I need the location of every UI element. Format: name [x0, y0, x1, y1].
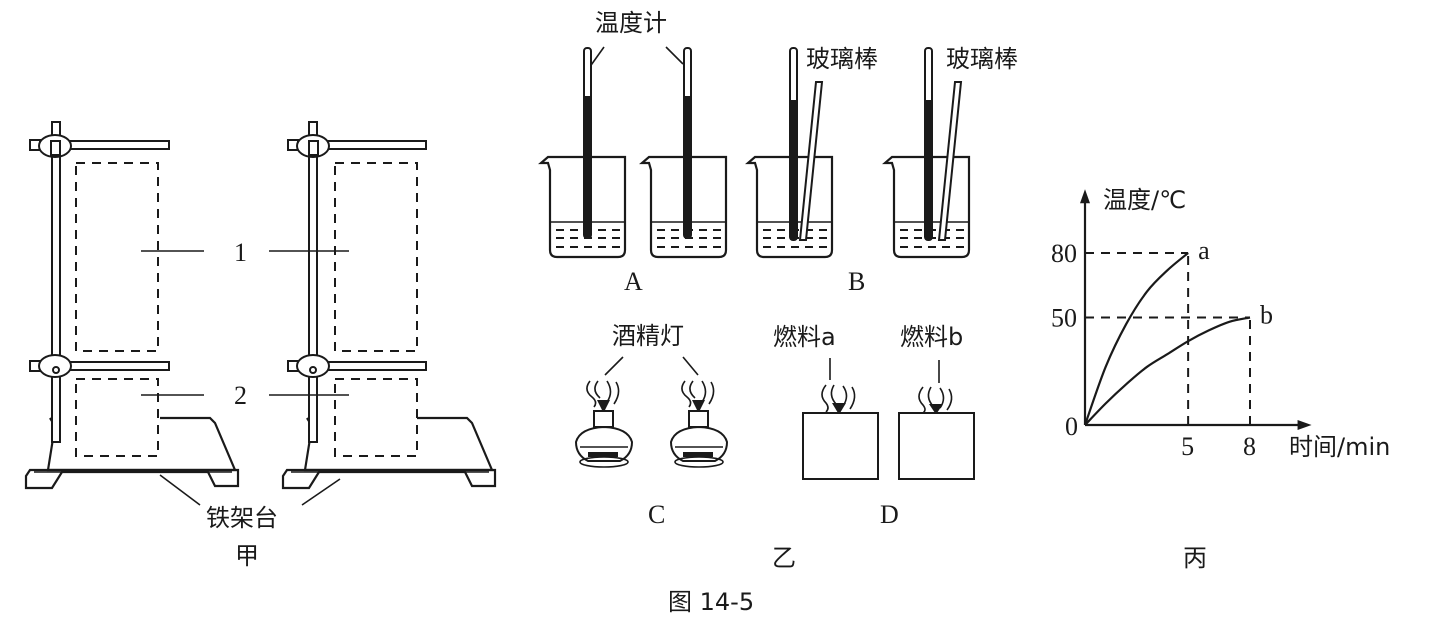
iron-stand-right	[269, 121, 497, 490]
clamp-arm-upper-icon	[61, 140, 170, 150]
series-end-label-a: a	[1198, 236, 1210, 265]
panel-jia: 1 2 铁架台 甲	[24, 121, 497, 570]
y-axis-arrow-icon	[1080, 189, 1090, 204]
stand-rod-icon	[51, 121, 61, 443]
fuel-b-burner	[898, 386, 975, 480]
figure-caption: 图 14-5	[668, 588, 754, 616]
leader-line-left	[159, 474, 201, 506]
beaker-A2	[639, 47, 728, 259]
series-line-b	[1084, 316, 1251, 426]
glass-rod-label-left: 玻璃棒	[806, 45, 878, 73]
alcohol-lamp-label: 酒精灯	[612, 322, 684, 350]
x-axis-label: 时间/min	[1289, 433, 1390, 461]
fuel-block-b	[898, 412, 975, 480]
option-B-label: B	[848, 267, 865, 296]
marker-2: 2	[234, 381, 247, 410]
series-end-label-b: b	[1260, 301, 1273, 330]
panel-jia-title: 甲	[235, 542, 259, 570]
beaker-B2	[882, 47, 971, 259]
y-axis-label: 温度/℃	[1103, 186, 1186, 214]
chart-axes	[1080, 189, 1312, 430]
stand-base-icon	[46, 416, 237, 472]
stand-label: 铁架台	[206, 504, 278, 532]
fuel-block-a	[802, 412, 879, 480]
panel-yi-title: 乙	[772, 544, 796, 572]
panel-bing-title: 丙	[1183, 544, 1207, 572]
y-tick-label: 50	[1051, 304, 1077, 333]
leader-line-right	[301, 478, 341, 506]
glass-rod-label-right: 玻璃棒	[946, 45, 1018, 73]
option-D-label: D	[880, 500, 899, 529]
alcohol-lamp-left	[574, 380, 634, 468]
dashed-region-1	[75, 162, 159, 352]
fuel-a-burner	[802, 384, 879, 480]
chart-series: ab	[1083, 236, 1273, 426]
marker-1: 1	[234, 238, 247, 267]
beaker-A1	[538, 47, 627, 259]
fuel-a-label: 燃料a	[773, 323, 836, 351]
option-A-label: A	[624, 267, 643, 296]
iron-stand-left	[24, 121, 240, 490]
origin-label: 0	[1065, 412, 1078, 441]
glass-rod-icon	[798, 81, 824, 241]
clamp-boss-lower-icon	[38, 354, 72, 378]
series-line-a	[1083, 252, 1189, 426]
stand-base-foot-icon	[24, 468, 240, 490]
glass-rod-icon	[937, 81, 963, 241]
y-tick-label: 80	[1051, 239, 1077, 268]
x-tick-label: 5	[1181, 432, 1194, 461]
fuel-b-label: 燃料b	[900, 323, 963, 351]
beaker-B1	[745, 47, 834, 259]
chart-ticks: 5 8 80 50 0	[1051, 239, 1256, 461]
clamp-arm-lower-icon	[61, 361, 170, 371]
dashed-region-2	[75, 378, 159, 457]
thermometer-label: 温度计	[595, 9, 667, 37]
panel-yi: 温度计 A 玻璃棒	[538, 9, 1018, 572]
x-axis-arrow-icon	[1297, 420, 1312, 430]
option-C-label: C	[648, 500, 665, 529]
alcohol-lamp-right	[669, 380, 729, 468]
x-tick-label: 8	[1243, 432, 1256, 461]
chart-reference-lines	[1085, 252, 1251, 425]
